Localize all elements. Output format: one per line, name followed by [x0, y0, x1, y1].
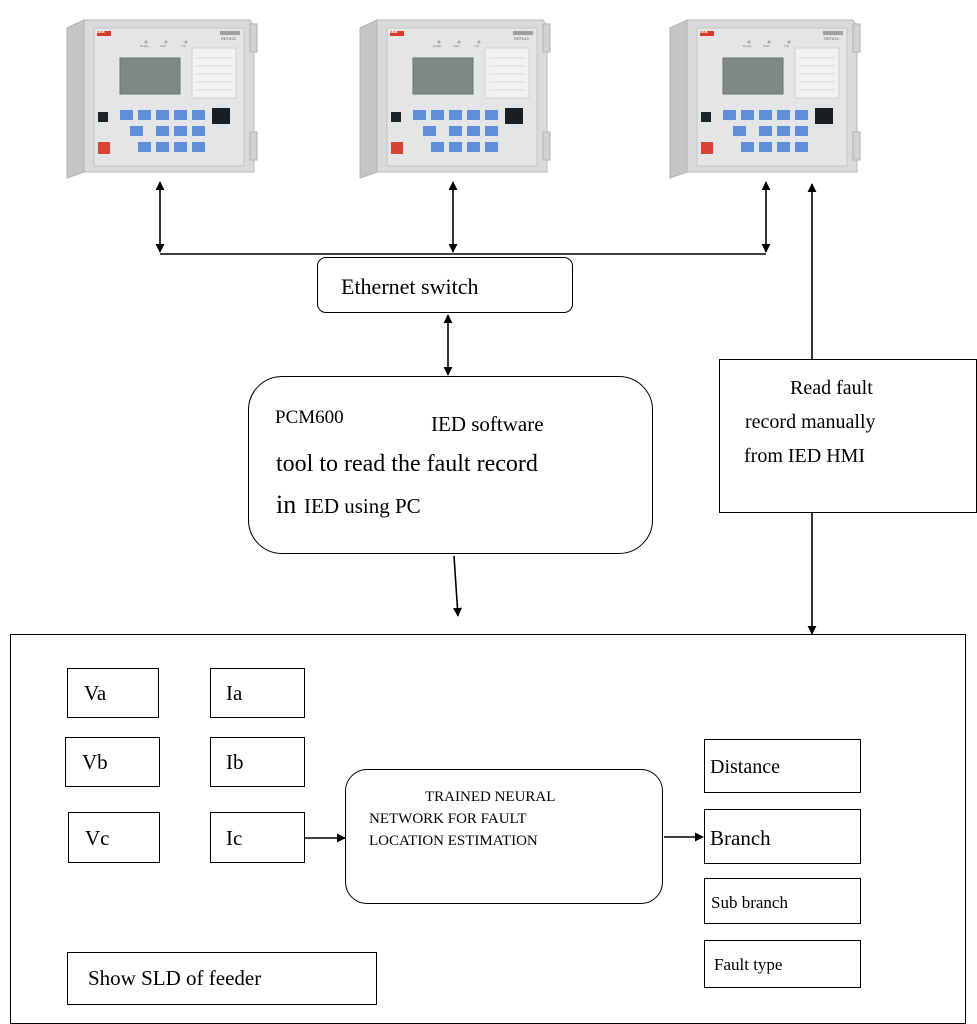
branch-label: Branch	[710, 826, 771, 850]
ia-box	[210, 668, 305, 718]
branch-box	[704, 809, 861, 864]
led-label-trip: Trip	[784, 44, 790, 48]
ic-box	[210, 812, 305, 863]
led-label-ready: Ready	[140, 44, 149, 48]
fault-type-label: Fault type	[714, 955, 783, 974]
distance-label: Distance	[710, 756, 780, 778]
nn-line1: TRAINED NEURAL	[425, 789, 556, 805]
fault-type-box	[704, 940, 861, 988]
device-brand: ABB	[389, 29, 398, 34]
ic-label: Ic	[226, 826, 243, 850]
va-label: Va	[84, 681, 107, 705]
device-brand: ABB	[699, 29, 708, 34]
ied-device-2: ABB REF615 Ready Start Trip	[355, 14, 555, 179]
va-box	[67, 668, 159, 718]
device-brand: ABB	[96, 29, 105, 34]
ethernet-switch-label: Ethernet switch	[341, 274, 479, 299]
sub-branch-label: Sub branch	[711, 893, 788, 912]
nn-line2: NETWORK FOR FAULT	[369, 811, 527, 827]
sub-branch-box	[704, 878, 861, 924]
ethernet-switch-box	[317, 257, 573, 313]
led-label-start: Start	[763, 44, 770, 48]
device-model: REF615	[221, 36, 236, 41]
led-label-ready: Ready	[433, 44, 442, 48]
show-sld-label: Show SLD of feeder	[88, 966, 262, 990]
ied-device-3: ABB REF615 Ready Start Trip	[665, 14, 865, 179]
distance-box	[704, 739, 861, 793]
nn-line3: LOCATION ESTIMATION	[369, 833, 538, 849]
pcm600-line3-in: in	[276, 490, 297, 519]
led-label-start: Start	[453, 44, 460, 48]
ied-device-1: ABB REF615 Ready Start Trip	[62, 14, 262, 179]
led-label-ready: Ready	[743, 44, 752, 48]
pcm600-label: PCM600	[275, 407, 344, 428]
ib-box	[210, 737, 305, 787]
ied-relay-image	[359, 19, 551, 179]
led-label-start: Start	[160, 44, 167, 48]
pcm600-box	[248, 376, 653, 554]
vc-box	[68, 812, 160, 863]
vc-label: Vc	[85, 826, 110, 850]
vb-label: Vb	[82, 750, 108, 774]
neural-network-box	[345, 769, 663, 904]
pcm600-software-label: IED software	[431, 412, 544, 436]
manual-read-line3: from IED HMI	[744, 445, 866, 467]
led-label-trip: Trip	[474, 44, 480, 48]
ib-label: Ib	[226, 750, 244, 774]
show-sld-box	[67, 952, 377, 1005]
manual-read-line1: Read fault	[790, 377, 873, 399]
device-model: REF615	[824, 36, 839, 41]
pcm600-line2: tool to read the fault record	[276, 451, 538, 477]
ia-label: Ia	[226, 681, 243, 705]
vb-box	[65, 737, 160, 787]
pcm600-line3-rest: IED using PC	[304, 494, 421, 518]
device-model: REF615	[514, 36, 529, 41]
led-label-trip: Trip	[181, 44, 187, 48]
manual-read-line2: record manually	[745, 411, 876, 433]
arrow-pcm-analysis	[452, 555, 462, 617]
ied-relay-image	[66, 19, 258, 179]
ied-relay-image	[669, 19, 861, 179]
